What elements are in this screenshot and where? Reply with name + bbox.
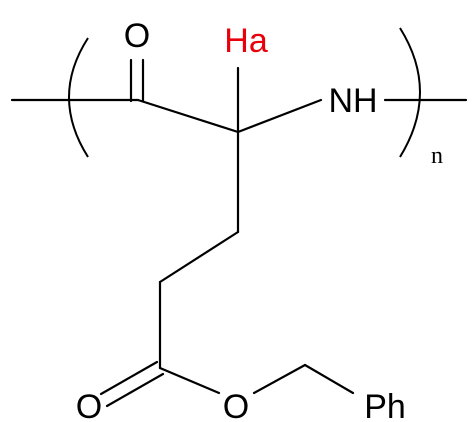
- bond-ch2-to-ph: [303, 363, 355, 395]
- bond-alpha-to-nh: [236, 98, 323, 134]
- bond-ester-double-1: [99, 360, 159, 396]
- atom-label-ester-carbonyl-o: O: [76, 388, 102, 422]
- right-bracket: [399, 27, 421, 158]
- bond-ester-c-to-o: [158, 366, 221, 395]
- repeat-subscript: n: [431, 143, 443, 169]
- atom-label-ester-o: O: [223, 388, 249, 422]
- bond-ester-double-2: [105, 372, 165, 408]
- atom-label-nh: NH: [328, 82, 377, 120]
- atom-label-carbonyl-o: O: [124, 17, 150, 55]
- atom-label-alpha-h: Ha: [224, 22, 268, 60]
- left-bracket: [68, 37, 89, 158]
- bond-carbonyl-to-alpha: [136, 98, 240, 134]
- atom-label-phenyl: Ph: [364, 388, 406, 422]
- bond-o-to-ch2: [252, 363, 307, 395]
- bond-ch2-1-to-ch2-2: [158, 230, 240, 284]
